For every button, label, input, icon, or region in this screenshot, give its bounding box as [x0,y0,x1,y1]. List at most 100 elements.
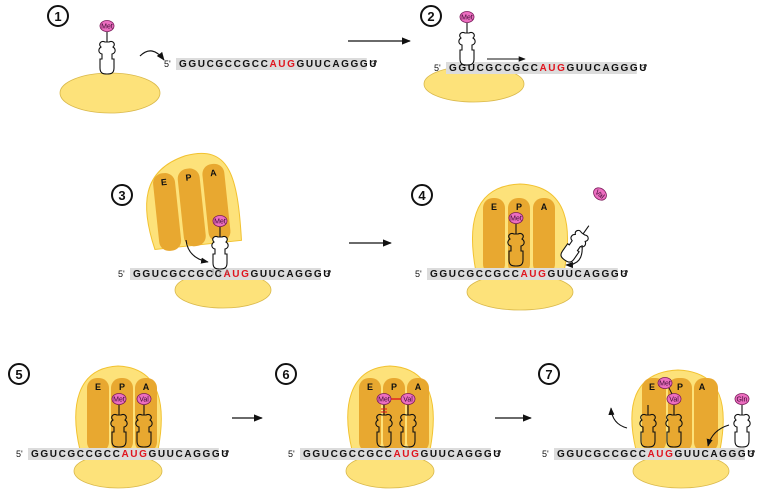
svg-text:3: 3 [118,188,125,203]
svg-text:Met: Met [461,15,473,22]
e-site [483,198,505,274]
mrna-bases: GUUCAGGGU [420,449,502,460]
trna-met: Met [507,212,525,267]
mrna-background [130,268,321,280]
large-ribosomal-subunit: E P A [631,369,724,452]
step-number-4: 4 [411,184,433,206]
mrna-bases: GGUCGCCGCC [449,63,539,74]
broken-bond-mark [381,408,387,413]
five-prime-label: 5' [164,59,171,69]
svg-text:Val: Val [669,397,679,404]
mrna-bases: GUUCAGGGU [566,63,648,74]
step-6: 6 E P A Met Val 5'GGUCGCCGCCAUGGUUCAGGGU… [275,363,502,489]
amino-acid-met [99,20,115,32]
mrna-sequence: GGUCGCCGCCAUGGUUCAGGGU [179,59,378,70]
trna-body [375,405,393,448]
trna-body [507,224,525,267]
small-ribosomal-subunit [59,72,161,114]
mrna-bases: GUUCAGGGU [296,59,378,70]
svg-text:Val: Val [139,397,149,404]
amino-acid-met [212,215,228,227]
svg-text:1: 1 [54,9,61,24]
exit-arrow [608,407,628,429]
trna-val-incoming [560,225,590,263]
trna-body [665,405,683,448]
step-7: 7 E P A Val Met Gln [538,363,756,489]
svg-text:E: E [367,382,373,392]
svg-text:A: A [699,382,706,392]
step-5: 5 E P A Met Val 5'GGUCGCCGCCAUGGUUCAGGGU… [8,363,230,489]
five-prime-label: 5' [16,449,23,459]
start-codon: AUG [539,63,566,74]
mrna-sequence: GGUCGCCGCCAUGGUUCAGGGU [303,449,502,460]
mrna-bases: GGUCGCCGCC [303,449,393,460]
start-codon: AUG [647,449,674,460]
three-prime-label: 3' [223,449,230,459]
mrna-bases: GGUCGCCGCC [557,449,647,460]
mrna-bases: GGUCGCCGCC [430,269,520,280]
amino-acid-val [666,393,682,405]
mrna-bases: GUUCAGGGU [674,449,756,460]
svg-text:A: A [210,168,218,179]
three-prime-label: 3' [495,449,502,459]
start-codon: AUG [520,269,547,280]
svg-text:E: E [160,177,167,188]
step-number-3: 3 [111,184,133,206]
mrna-background [176,58,367,70]
anticodon-pairing [212,269,228,275]
three-prime-label: 3' [371,59,378,69]
mrna-background [427,268,618,280]
three-prime-label: 3' [641,63,648,73]
trna-met: Met [211,215,229,275]
svg-text:Met: Met [659,381,671,388]
mrna-bases: GUUCAGGGU [547,269,629,280]
p-site [177,168,206,247]
trna-body [98,32,116,75]
three-prime-label: 3' [325,269,332,279]
mrna-bases: GGUCGCCGCC [179,59,269,70]
arrival-arrow [565,244,583,269]
mrna-background [28,448,219,460]
trna-body [733,405,751,448]
step-number-2: 2 [420,5,442,27]
svg-text:5: 5 [15,367,22,382]
arrival-arrow [706,424,730,447]
trna-empty-exiting [639,405,657,448]
three-prime-label: 3' [622,269,629,279]
five-prime-label: 5' [542,449,549,459]
e-site [87,378,109,452]
approach-arrow [139,50,165,61]
svg-text:A: A [541,202,548,212]
mrna-bases: GUUCAGGGU [148,449,230,460]
svg-text:A: A [143,382,150,392]
step-number-7: 7 [538,363,560,385]
svg-text:Val: Val [593,189,605,201]
mrna-sequence: GGUCGCCGCCAUGGUUCAGGGU [449,63,648,74]
svg-text:4: 4 [418,188,426,203]
mrna-bases: GUUCAGGGU [250,269,332,280]
amino-acid-met [459,11,475,23]
trna-val: Val [135,393,153,448]
amino-acid-met [111,393,127,405]
svg-text:P: P [516,202,522,212]
e-site [153,173,182,251]
trna-met: Met [98,20,116,75]
mrna-sequence: GGUCGCCGCCAUGGUUCAGGGU [430,269,629,280]
svg-text:E: E [649,382,655,392]
svg-text:6: 6 [282,367,289,382]
three-prime-label: 3' [749,449,756,459]
svg-text:2: 2 [427,9,434,24]
large-ribosomal-subunit: E P A [471,183,569,274]
mrna-background [446,62,637,74]
start-codon: AUG [223,269,250,280]
svg-text:P: P [185,172,192,183]
svg-text:P: P [677,382,683,392]
